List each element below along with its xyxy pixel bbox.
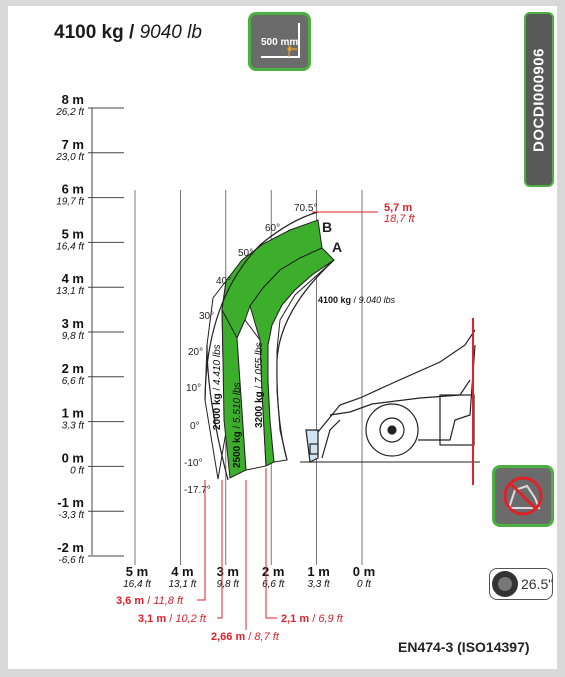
- reach-callout: 3,6 m / 11,8 ft: [116, 595, 184, 607]
- fork-load-center-icon: [261, 23, 300, 58]
- height-label-ft: 9,8 ft: [62, 331, 85, 342]
- angle-label: 20°: [188, 347, 203, 358]
- angle-label: 60°: [265, 223, 280, 234]
- arc-inner: [276, 259, 335, 461]
- zone-label-3200: 3200 kg / 7.055 lbs: [254, 342, 265, 428]
- reach-label-ft: 16,4 ft: [123, 579, 152, 590]
- boom-label-a: A: [332, 239, 342, 255]
- capacity-separator: /: [129, 22, 135, 43]
- height-label-m: -2 m: [57, 540, 84, 555]
- capacity-imperial: 9040 lb: [139, 22, 202, 43]
- max-height-imperial: 18,7 ft: [384, 213, 416, 225]
- angle-label: -10°: [184, 458, 202, 469]
- height-label-ft: 6,6 ft: [62, 376, 85, 387]
- height-label-m: 0 m: [62, 450, 84, 465]
- height-label-m: 3 m: [62, 316, 84, 331]
- angle-label: 10°: [186, 383, 201, 394]
- reach-label-ft: 6,6 ft: [262, 579, 285, 590]
- angle-label: 70.5°: [294, 203, 317, 214]
- zone-label-2500: 2500 kg / 5.510 lbs: [232, 382, 243, 468]
- angle-label: 50°: [238, 248, 253, 259]
- standard-label: EN474-3 (ISO14397): [398, 639, 530, 655]
- capacity-title: 4100 kg / 9040 lb: [54, 22, 202, 44]
- height-label-m: 1 m: [62, 406, 84, 421]
- height-label-ft: -6,6 ft: [58, 555, 85, 566]
- reach-callout: 2,66 m / 8,7 ft: [211, 631, 280, 643]
- reach-label-m: 1 m: [307, 564, 329, 579]
- telehandler-icon: [300, 329, 480, 463]
- angle-label: 0°: [190, 421, 200, 432]
- height-label-m: -1 m: [57, 495, 84, 510]
- reach-label-m: 4 m: [171, 564, 193, 579]
- zone-label-2000: 2000 kg / 4.410 lbs: [212, 344, 223, 430]
- height-label-m: 7 m: [62, 137, 84, 152]
- reach-label-ft: 13,1 ft: [168, 579, 197, 590]
- height-label-ft: -3,3 ft: [58, 510, 85, 521]
- fork-load-center-badge: 500 mm: [248, 12, 311, 71]
- height-label-ft: 3,3 ft: [62, 421, 85, 432]
- height-label-ft: 26,2 ft: [55, 107, 85, 118]
- tyre-size: 26.5": [521, 576, 554, 592]
- no-road-travel-badge: [492, 465, 554, 527]
- max-height-metric: 5,7 m: [384, 202, 412, 214]
- height-label-m: 5 m: [62, 226, 84, 241]
- height-label-ft: 13,1 ft: [56, 286, 85, 297]
- reach-label-m: 5 m: [126, 564, 148, 579]
- tyre-icon: [492, 571, 518, 597]
- angle-label: -17.7°: [184, 485, 211, 496]
- reach-callouts: 3,6 m / 11,8 ft 3,1 m / 10,2 ft 2,66 m /…: [116, 595, 344, 643]
- reach-leaders: [197, 468, 277, 630]
- height-label-m: 8 m: [62, 92, 84, 107]
- capacity-metric: 4100 kg: [54, 22, 124, 43]
- reach-label-m: 2 m: [262, 564, 284, 579]
- chart-card: [8, 6, 557, 669]
- height-label-ft: 19,7 ft: [56, 197, 85, 208]
- reach-callout: 3,1 m / 10,2 ft: [138, 613, 207, 625]
- height-label-ft: 16,4 ft: [56, 241, 85, 252]
- arc-outer: [204, 211, 319, 401]
- boom-label-b: B: [322, 219, 332, 235]
- reach-callout: 2,1 m / 6,9 ft: [281, 613, 344, 625]
- height-label-ft: 23,0 ft: [55, 152, 85, 163]
- height-label-m: 4 m: [62, 271, 84, 286]
- height-label-ft: 0 ft: [70, 465, 85, 476]
- tyre-size-badge: 26.5": [489, 568, 553, 600]
- angle-label: 30°: [199, 311, 214, 322]
- reach-label-ft: 9,8 ft: [217, 579, 240, 590]
- reach-label-m: 0 m: [353, 564, 375, 579]
- angle-labels: 70.5° 60° 50° 40° 30° 20° 10° 0° -10° -1…: [184, 203, 317, 496]
- reach-label-ft: 0 ft: [357, 579, 372, 590]
- no-road-travel-icon: [499, 472, 547, 520]
- height-ticks: 8 m26,2 ft 7 m23,0 ft 6 m19,7 ft 5 m16,4 ft…: [55, 92, 124, 566]
- document-id-badge: DOCDI000906: [524, 12, 554, 187]
- zone-label-4100: 4100 kg / 9.040 lbs: [318, 295, 396, 305]
- height-label-m: 2 m: [62, 361, 84, 376]
- height-label-m: 6 m: [62, 182, 84, 197]
- fork-load-center-label: 500 mm: [261, 37, 299, 48]
- reach-label-m: 3 m: [217, 564, 239, 579]
- arc-lower: [206, 344, 229, 481]
- reach-label-ft: 3,3 ft: [307, 579, 330, 590]
- angle-label: 40°: [216, 276, 231, 287]
